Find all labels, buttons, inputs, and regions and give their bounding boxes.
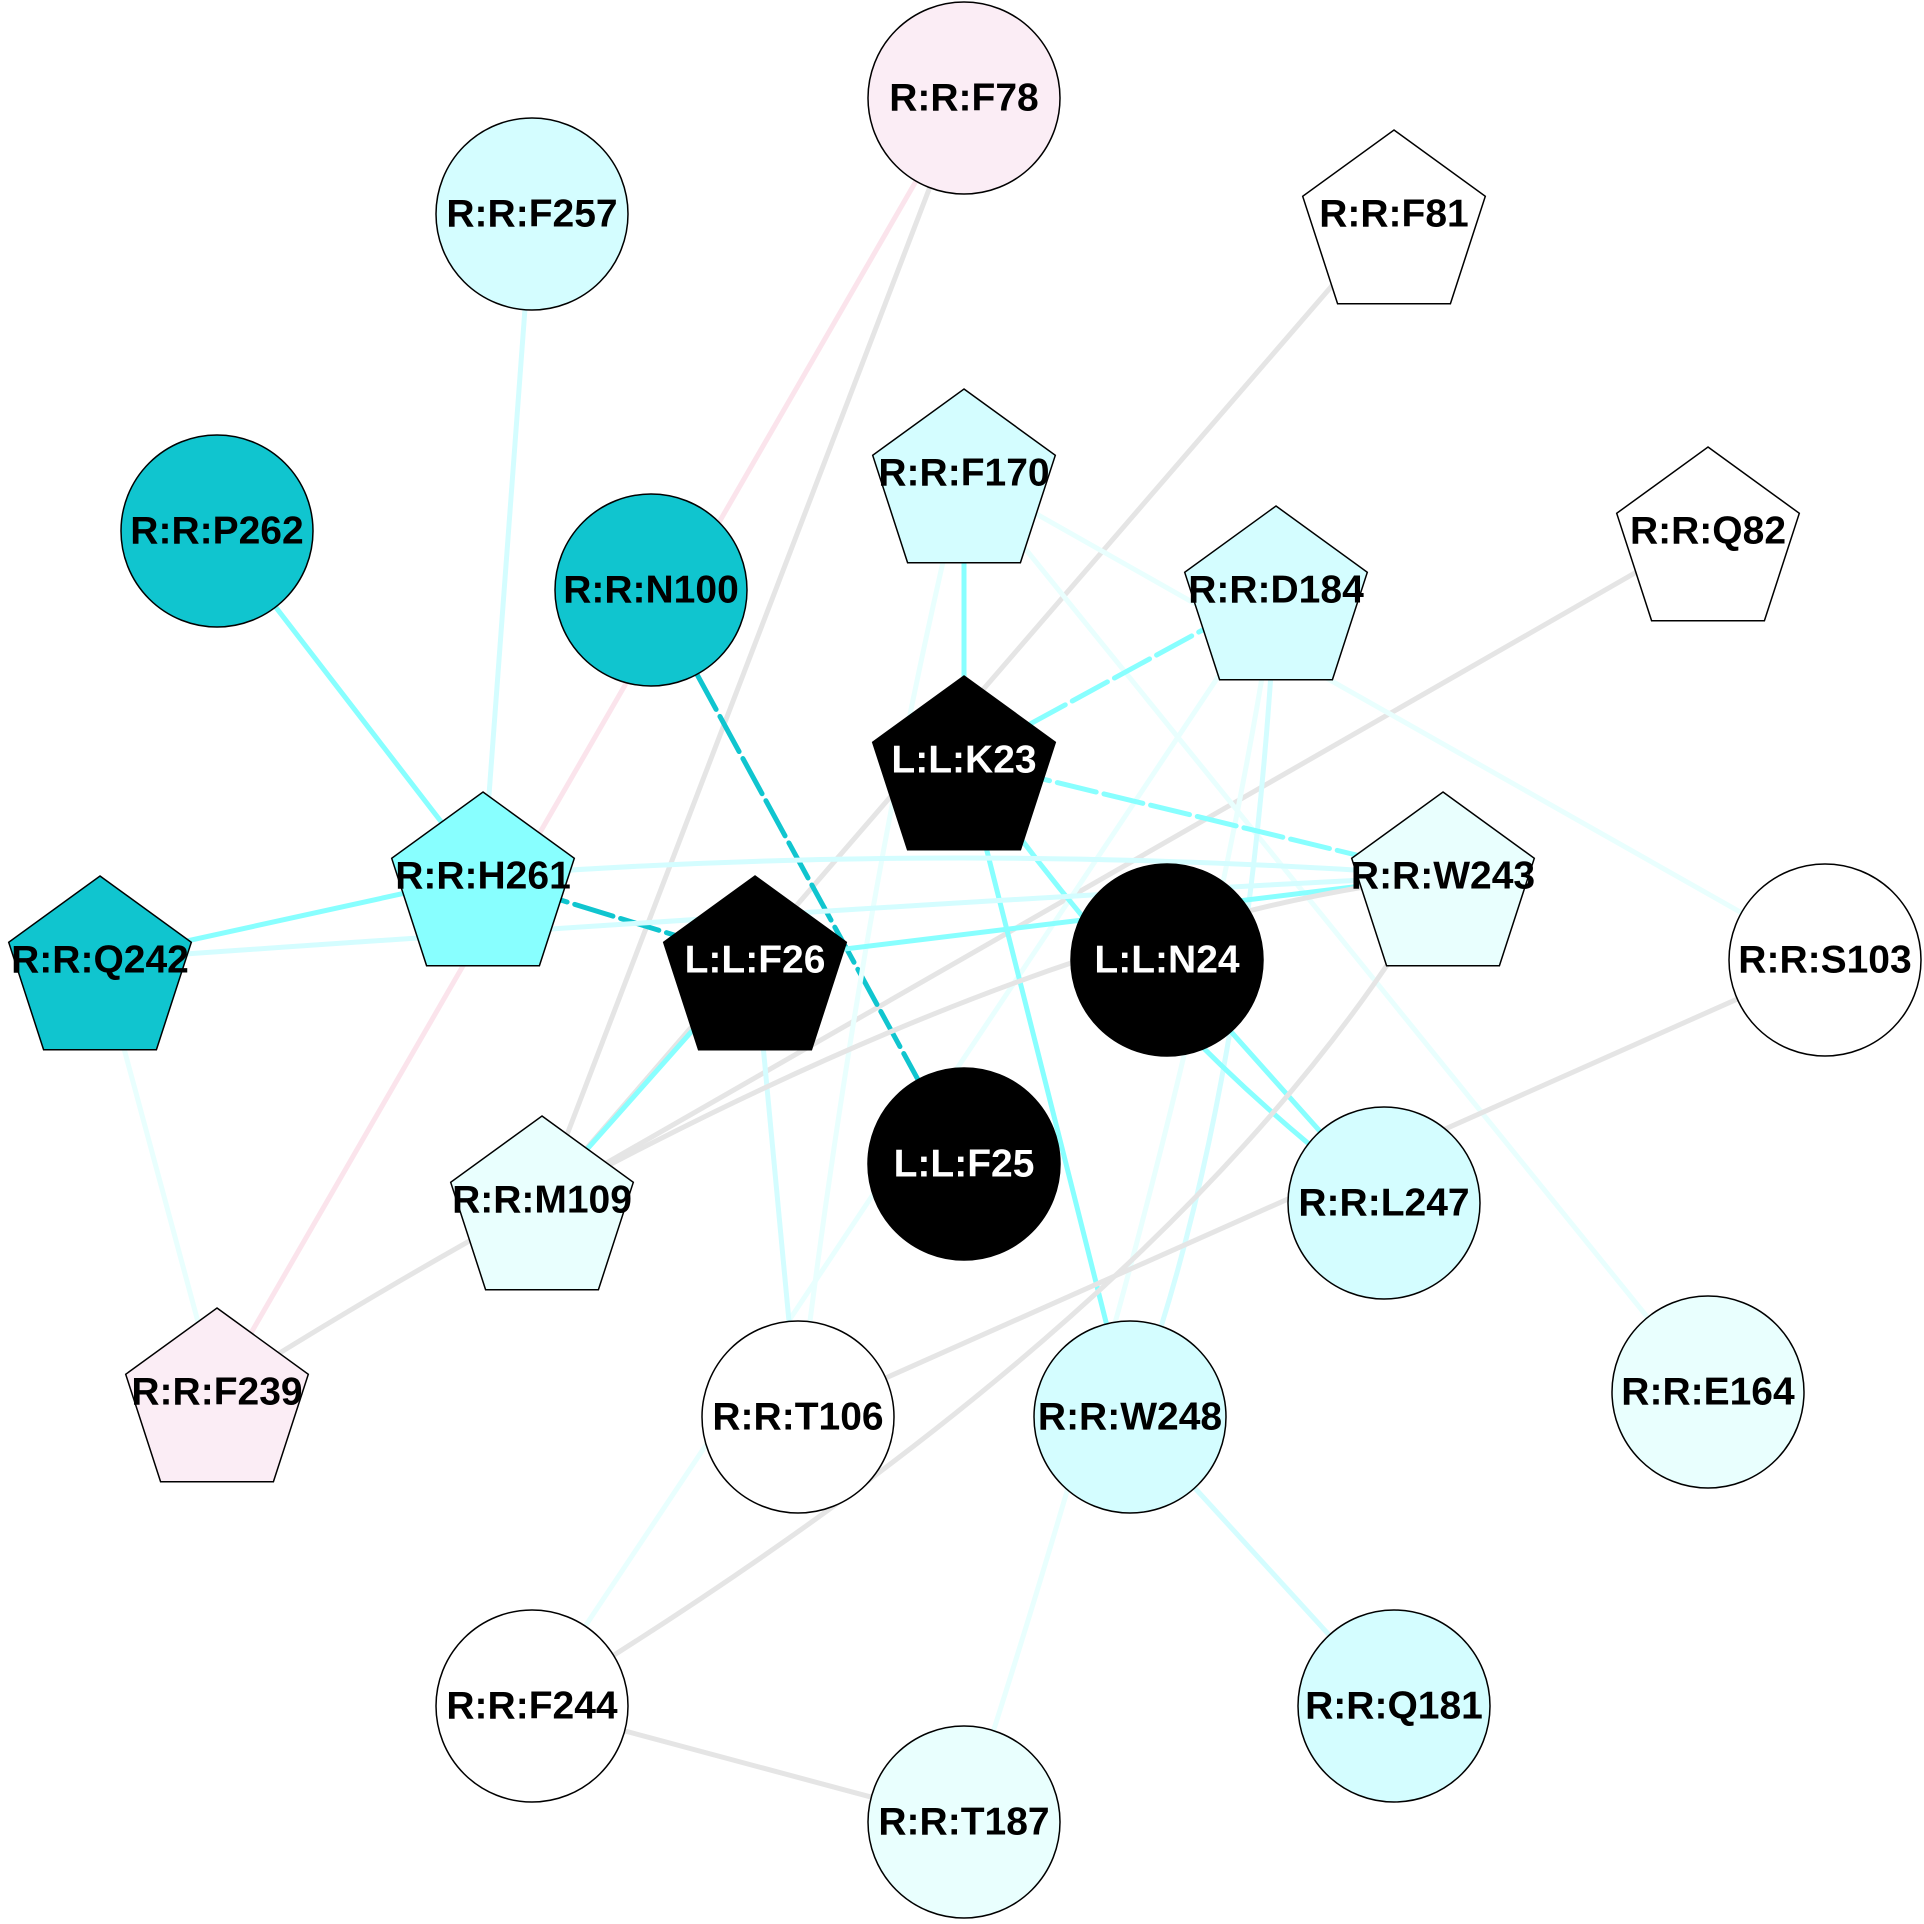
- node-pentagon: [871, 388, 1057, 564]
- node-r-r-t106: R:R:T106: [701, 1320, 895, 1514]
- node-l-l-f25: L:L:F25: [867, 1067, 1061, 1261]
- node-pentagon: [1183, 505, 1369, 681]
- node-label: R:R:W248: [1038, 1396, 1222, 1439]
- node-r-r-s103: R:R:S103: [1728, 863, 1922, 1057]
- edge-r-r-q82-r-r-m109: [539, 528, 1711, 1203]
- edge-r-r-d184-r-r-t187: [961, 587, 1279, 1825]
- node-label: R:R:P262: [130, 510, 303, 553]
- node-label: L:L:N24: [1094, 939, 1239, 982]
- node-label: R:R:T187: [878, 1801, 1049, 1844]
- node-r-r-f170: R:R:F170: [871, 388, 1057, 564]
- node-label: L:L:F26: [685, 939, 826, 982]
- node-label: R:R:Q242: [11, 939, 189, 982]
- edge-r-r-f170-r-r-s103: [961, 470, 1828, 963]
- node-label: L:L:F25: [894, 1143, 1035, 1186]
- node-pentagon: [7, 875, 193, 1051]
- node-r-r-l247: R:R:L247: [1287, 1106, 1481, 1300]
- edge-r-r-f78-r-r-m109: [539, 95, 967, 1203]
- edge-r-r-f78-r-r-f239: [214, 95, 967, 1395]
- node-circle: [1728, 863, 1922, 1057]
- node-pentagon: [1615, 446, 1801, 622]
- node-r-r-t187: R:R:T187: [867, 1725, 1061, 1919]
- node-label: R:R:F239: [131, 1371, 302, 1414]
- node-label: R:R:F81: [1319, 193, 1469, 236]
- node-r-r-f239: R:R:F239: [124, 1307, 310, 1483]
- node-label: R:R:F257: [446, 193, 617, 236]
- edge-r-r-f170-r-r-t106: [795, 470, 967, 1420]
- node-l-l-k23: L:L:K23: [871, 675, 1057, 851]
- edges-layer: [97, 95, 1828, 1825]
- node-circle: [1070, 863, 1264, 1057]
- node-circle: [120, 434, 314, 628]
- node-label: R:R:F170: [878, 452, 1049, 495]
- node-label: R:R:N100: [563, 569, 739, 612]
- node-r-r-e164: R:R:E164: [1611, 1295, 1805, 1489]
- node-r-r-f78: R:R:F78: [867, 1, 1061, 195]
- node-r-r-q242: R:R:Q242: [7, 875, 193, 1051]
- edge-r-r-w243-r-r-f244: [529, 873, 1446, 1709]
- node-label: R:R:H261: [395, 855, 571, 898]
- node-r-r-d184: R:R:D184: [1183, 505, 1369, 681]
- node-r-r-w248: R:R:W248: [1033, 1320, 1227, 1514]
- node-label: L:L:K23: [891, 739, 1036, 782]
- edge-r-r-h261-r-r-w243: [480, 855, 1446, 879]
- node-r-r-q181: R:R:Q181: [1297, 1609, 1491, 1803]
- node-circle: [867, 1067, 1061, 1261]
- node-r-r-h261: R:R:H261: [390, 791, 576, 967]
- node-pentagon: [449, 1115, 635, 1291]
- node-pentagon: [1350, 791, 1536, 967]
- node-label: R:R:F244: [446, 1685, 618, 1728]
- node-pentagon: [662, 875, 848, 1051]
- node-label: R:R:D184: [1188, 569, 1364, 612]
- node-label: R:R:F78: [889, 77, 1039, 120]
- node-label: R:R:S103: [1738, 939, 1911, 982]
- node-r-r-p262: R:R:P262: [120, 434, 314, 628]
- node-circle: [867, 1725, 1061, 1919]
- edge-r-r-f257-r-r-h261: [480, 211, 535, 879]
- node-label: R:R:L247: [1298, 1182, 1469, 1225]
- node-circle: [435, 1609, 629, 1803]
- node-label: R:R:E164: [1621, 1371, 1795, 1414]
- node-r-r-n100: R:R:N100: [554, 493, 748, 687]
- node-r-r-f257: R:R:F257: [435, 117, 629, 311]
- edge-r-r-n100-l-l-f25: [648, 587, 967, 1167]
- node-circle: [1033, 1320, 1227, 1514]
- edge-r-r-w243-r-r-f239: [214, 873, 1446, 1395]
- node-circle: [554, 493, 748, 687]
- node-l-l-n24: L:L:N24: [1070, 863, 1264, 1057]
- node-r-r-w243: R:R:W243: [1350, 791, 1536, 967]
- node-label: R:R:Q82: [1630, 510, 1786, 553]
- node-r-r-f244: R:R:F244: [435, 1609, 629, 1803]
- node-pentagon: [1301, 129, 1487, 305]
- node-label: R:R:Q181: [1305, 1685, 1483, 1728]
- edge-r-r-q242-r-r-w243: [97, 873, 1446, 963]
- node-pentagon: [390, 791, 576, 967]
- node-circle: [1287, 1106, 1481, 1300]
- node-circle: [1611, 1295, 1805, 1489]
- node-l-l-f26: L:L:F26: [662, 875, 848, 1051]
- node-pentagon: [871, 675, 1057, 851]
- node-circle: [867, 1, 1061, 195]
- node-circle: [435, 117, 629, 311]
- edge-r-r-d184-r-r-w248: [1127, 587, 1279, 1420]
- node-pentagon: [124, 1307, 310, 1483]
- node-label: R:R:T106: [712, 1396, 883, 1439]
- node-label: R:R:M109: [452, 1179, 632, 1222]
- node-r-r-m109: R:R:M109: [449, 1115, 635, 1291]
- node-r-r-f81: R:R:F81: [1301, 129, 1487, 305]
- edge-l-l-k23-r-r-w248: [961, 757, 1133, 1420]
- node-circle: [701, 1320, 895, 1514]
- edge-r-r-f170-r-r-e164: [961, 470, 1711, 1395]
- node-circle: [1297, 1609, 1491, 1803]
- node-r-r-q82: R:R:Q82: [1615, 446, 1801, 622]
- node-label: R:R:W243: [1351, 855, 1535, 898]
